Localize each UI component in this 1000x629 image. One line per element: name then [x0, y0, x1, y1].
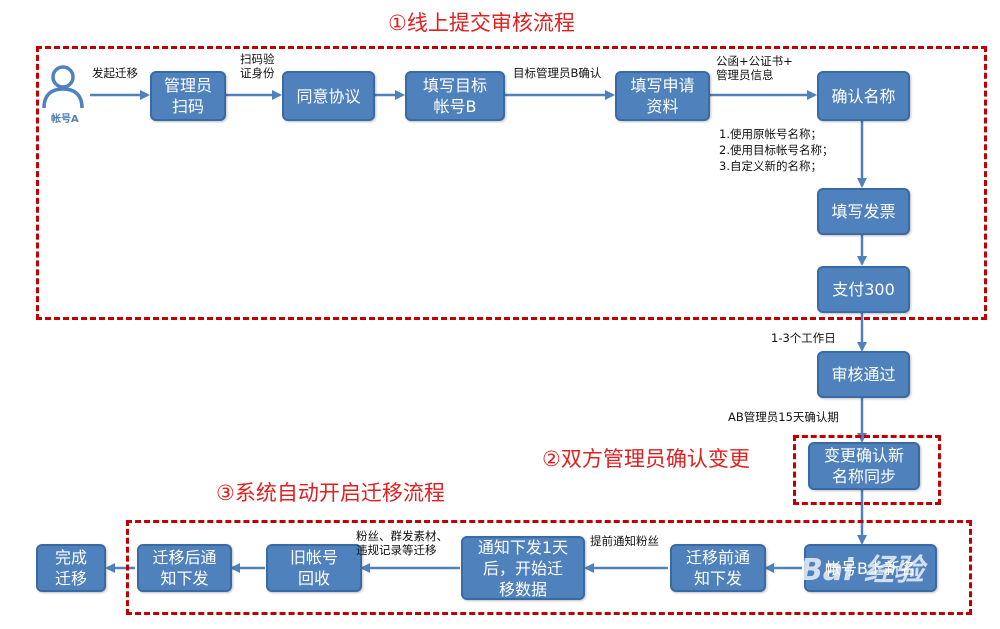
section-2-frame: [793, 435, 941, 505]
label-confirm-period: AB管理员15天确认期: [728, 410, 839, 424]
node-notify-after: 迁移后通 知下发: [137, 544, 232, 592]
section-1-frame: [36, 46, 987, 320]
node-notify-1day-migrate: 通知下发1天 后，开始迁 移数据: [461, 536, 585, 600]
node-fill-apply: 填写申请 资料: [615, 71, 710, 121]
label-workdays: 1-3个工作日: [771, 331, 836, 345]
account-a-label: 帐号A: [51, 114, 79, 125]
user-icon: [42, 65, 84, 109]
node-change-sync: 变更确认新 名称同步: [808, 442, 920, 490]
label-target-admin-confirm: 目标管理员B确认: [513, 66, 602, 80]
node-account-b-online: 帐号B上新名: [804, 544, 937, 592]
node-fill-target: 填写目标 帐号B: [405, 71, 505, 121]
section-3-frame: [126, 520, 972, 615]
node-confirm-name: 确认名称: [817, 71, 910, 121]
label-docs: 公函+公证书+ 管理员信息: [716, 54, 793, 82]
node-agree-protocol: 同意协议: [282, 71, 375, 121]
label-scan-verify: 扫码验 证身份: [240, 52, 275, 80]
label-name-options: 1.使用原帐号名称； 2.使用目标帐号名称； 3.自定义新的名称；: [719, 127, 834, 173]
node-notify-before: 迁移前通 知下发: [670, 544, 766, 592]
label-migrate-items: 粉丝、群发素材、 违规记录等迁移: [356, 529, 448, 557]
label-notify-fans: 提前通知粉丝: [590, 534, 659, 548]
node-done: 完成 迁移: [36, 544, 106, 592]
node-recycle: 旧帐号 回收: [266, 544, 362, 592]
node-admin-scan: 管理员 扫码: [150, 71, 226, 121]
watermark: Bai 经验: [800, 553, 924, 588]
node-fill-invoice: 填写发票: [817, 188, 910, 235]
section-2-title: ②双方管理员确认变更: [542, 447, 750, 471]
section-3-title: ③系统自动开启迁移流程: [216, 481, 445, 505]
node-review-pass: 审核通过: [817, 351, 910, 398]
section-1-title: ①线上提交审核流程: [388, 11, 575, 35]
node-pay: 支付300: [817, 266, 910, 313]
label-start-migration: 发起迁移: [92, 66, 138, 80]
